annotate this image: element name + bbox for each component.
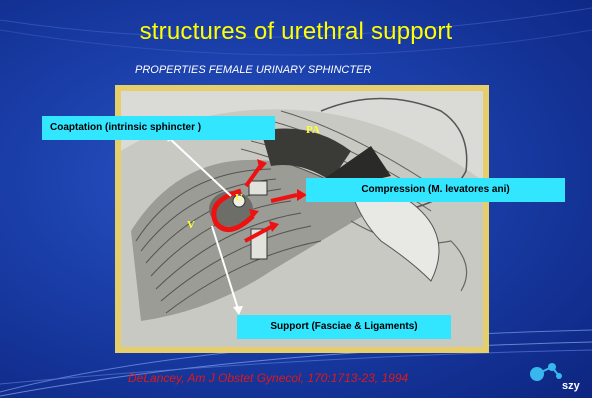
- citation: DeLancey, Am J Obstet Gynecol, 170:1713-…: [128, 371, 408, 385]
- label-coaptation: Coaptation (intrinsic sphincter ): [42, 116, 275, 140]
- label-compression: Compression (M. levatores ani): [306, 178, 565, 202]
- logo-text: szy: [562, 380, 580, 392]
- molecule-logo-icon: szy: [526, 356, 592, 398]
- label-support: Support (Fasciae & Ligaments): [237, 315, 451, 339]
